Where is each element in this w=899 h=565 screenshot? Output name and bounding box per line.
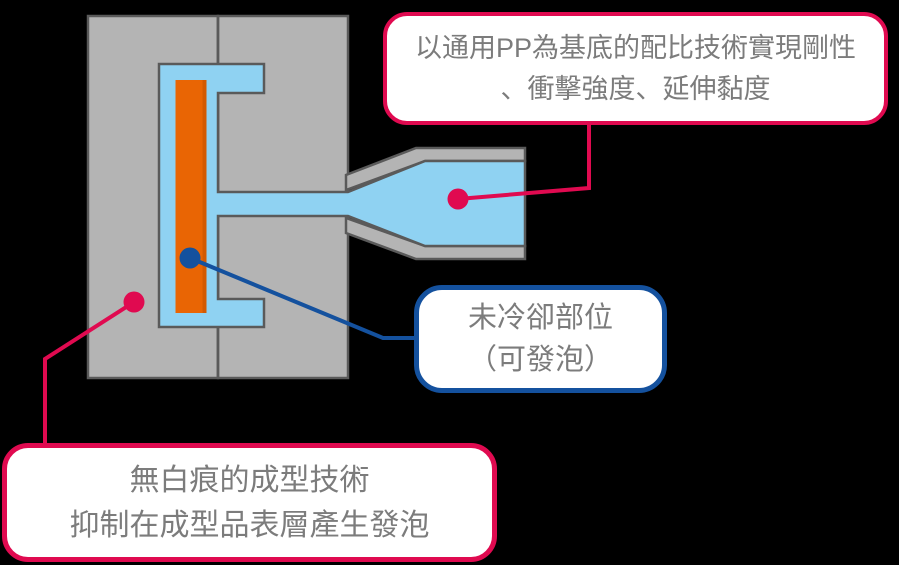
melt-channel <box>157 62 527 329</box>
callout-no-whitening-line1: 無白痕的成型技術 <box>129 463 370 497</box>
callout-material-line1: 以通用PP為基底的配比技術實現剛性 <box>414 33 857 63</box>
marker-dot-material <box>447 188 469 210</box>
callout-uncooled-line2: （可發泡） <box>467 344 613 376</box>
callout-no-whitening: 無白痕的成型技術 抑制在成型品表層產生發泡 <box>2 443 497 562</box>
callout-uncooled: 未冷卻部位 （可發泡） <box>414 285 667 393</box>
leader-line-uncooled <box>189 256 416 340</box>
callout-material: 以通用PP為基底的配比技術實現剛性 、衝擊強度、延伸黏度 <box>383 12 888 125</box>
callout-no-whitening-line2: 抑制在成型品表層產生發泡 <box>69 508 430 542</box>
uncooled-core <box>175 80 207 313</box>
marker-dot-surface <box>123 291 145 313</box>
callout-material-line2: 、衝擊強度、延伸黏度 <box>500 73 771 104</box>
uncooled-core-shade <box>202 80 207 313</box>
callout-uncooled-line1: 未冷卻部位 <box>467 301 613 334</box>
leader-line-surface <box>43 300 136 446</box>
marker-dot-uncooled <box>179 247 201 269</box>
leader-line-material <box>457 124 591 201</box>
